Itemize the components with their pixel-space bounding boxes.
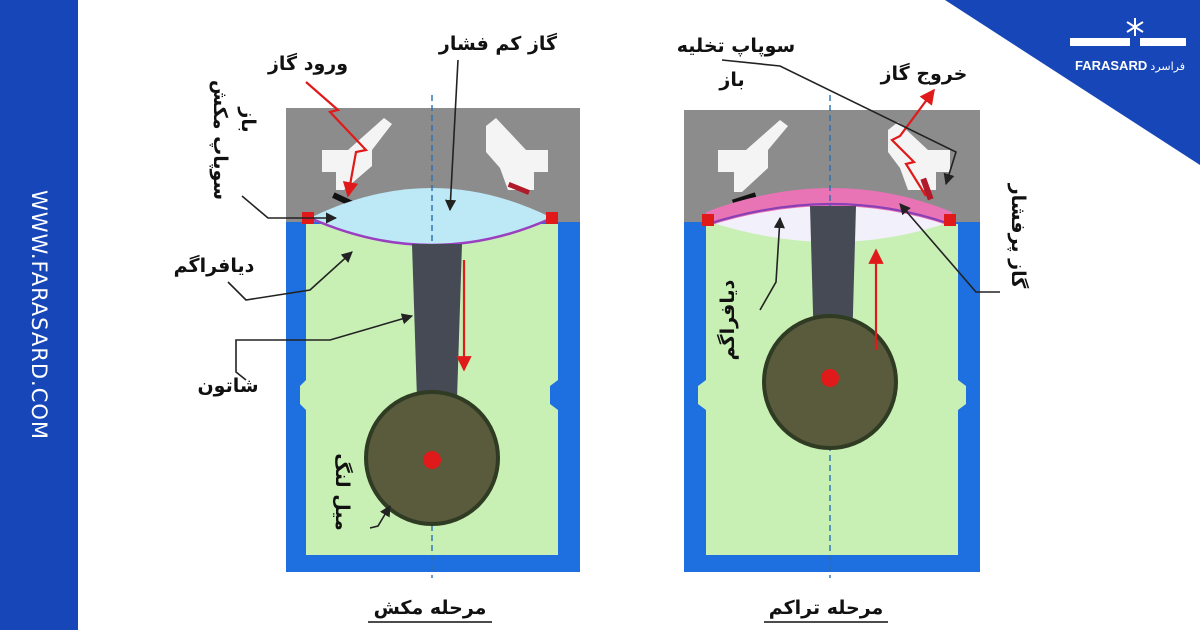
caption-compression: مرحله تراکم [769, 597, 884, 619]
left-leaders [227, 59, 459, 529]
clamp-marker [546, 212, 558, 224]
logo-subtext: فراسرد [1150, 60, 1185, 73]
right-leaders [721, 59, 1000, 311]
label-discharge-valve-line2: باز [718, 69, 744, 91]
label-high-pressure-gas: گاز پرفشار [1007, 183, 1030, 289]
label-diaphragm-left: دیافراگم [174, 254, 255, 277]
low-pressure-chamber [310, 188, 552, 245]
label-gas-outlet: خروج گاز [880, 62, 968, 85]
valve-flap-open [920, 177, 934, 201]
discharge-valve-port [888, 122, 950, 190]
discharge-valve-port [486, 118, 548, 190]
label-suction-valve-line1: سوپاپ مکش [209, 80, 231, 200]
suction-cylinder [286, 81, 580, 578]
label-connecting-rod: شاتون [197, 375, 258, 397]
label-crankshaft: میل لنگ [331, 453, 354, 530]
gas-inlet-arrow [305, 81, 369, 198]
caption-suction: مرحله مکش [374, 597, 487, 619]
logo-name: FARASARD [1075, 58, 1147, 73]
suction-valve-port [718, 120, 788, 192]
gas-outlet-arrow [890, 88, 935, 197]
clamp-marker [702, 214, 714, 226]
snowflake-icon [1126, 18, 1144, 36]
label-suction-valve-line2: باز [237, 106, 259, 132]
label-diaphragm-right: دیافراگم [716, 279, 739, 360]
connecting-rod [412, 244, 462, 430]
label-discharge-valve-line1: سوپاپ تخلیه [677, 35, 795, 57]
high-pressure-gas-layer [706, 188, 952, 226]
logo: FARASARD فراسرد [1070, 18, 1186, 73]
corner-decoration [945, 0, 1200, 165]
connecting-rod [810, 206, 856, 348]
sidebar: WWW.FARASARD.COM [0, 0, 78, 630]
valve-flap-closed [507, 182, 530, 195]
label-suction-valve: سوپاپ مکش باز [209, 80, 259, 200]
crank-pin [423, 451, 441, 469]
label-low-pressure-gas: گاز کم فشار [438, 32, 558, 55]
label-gas-inlet: ورود گاز [267, 52, 348, 75]
suction-valve-port [322, 118, 392, 190]
diaphragm-membrane [707, 202, 951, 226]
clamp-marker [944, 214, 956, 226]
crank-pin [821, 369, 839, 387]
compression-cylinder [684, 88, 980, 578]
